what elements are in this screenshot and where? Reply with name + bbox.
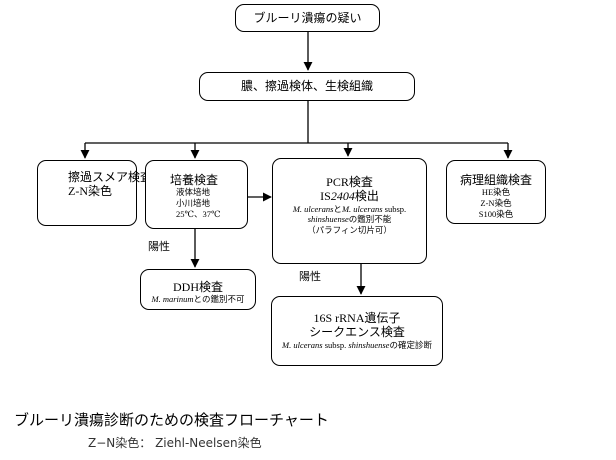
node-title: 病理組織検査 <box>459 173 532 187</box>
node-title: シークエンス検査 <box>309 325 405 340</box>
node-detail: Z-N染色 <box>68 184 112 199</box>
node-detail-line: M. ulcerans subsp. shinshuenseの確定診断 <box>282 339 432 350</box>
node-detail-line: 25℃、37℃ <box>176 208 221 219</box>
node-detail-line: shinshuenseの鑑別不能 <box>307 214 392 225</box>
node-detail-line: Z-N染色 <box>480 198 512 209</box>
node-suspected-buruli-ulcer: ブルーリ潰瘍の疑い <box>235 4 380 32</box>
edge-label-culture-positive: 陽性 <box>148 241 170 253</box>
flowchart-connectors <box>80 32 513 295</box>
node-title: DDH検査 <box>173 280 223 294</box>
figure-caption: ブルーリ潰瘍診断のための検査フローチャート <box>14 411 329 429</box>
flowchart: ブルーリ潰瘍の疑い 膿、擦過検体、生検組織 擦過スメア検査 Z-N染色 培養検査… <box>37 4 546 366</box>
node-label: ブルーリ潰瘍の疑い <box>253 10 362 25</box>
node-specimens: 膿、擦過検体、生検組織 <box>199 72 415 101</box>
node-detail-line: M. marinumとの鑑別不可 <box>151 294 245 305</box>
node-detail-line: S100染色 <box>478 208 514 219</box>
node-title: 擦過スメア検査 <box>68 170 153 184</box>
abbreviation-note: Z−N染色： Ziehl-Neelsen染色 <box>88 436 262 450</box>
node-title: 16S rRNA遺伝子 <box>313 311 401 325</box>
node-detail-line: 液体培地 <box>176 187 211 198</box>
node-culture-test: 培養検査 液体培地 小川培地 25℃、37℃ <box>145 160 248 229</box>
node-detail-line: M. ulceransとM. ulcerans subsp. <box>292 203 407 214</box>
node-pcr-test: PCR検査 IS2404検出 M. ulceransとM. ulcerans s… <box>272 158 427 264</box>
node-detail-line: HE染色 <box>481 187 511 198</box>
node-title: 培養検査 <box>170 173 219 187</box>
node-pathology-test: 病理組織検査 HE染色 Z-N染色 S100染色 <box>446 160 546 224</box>
node-ddh-test: DDH検査 M. marinumとの鑑別不可 <box>140 269 256 310</box>
edge-label-pcr-positive: 陽性 <box>299 271 321 283</box>
node-16s-rrna-test: 16S rRNA遺伝子 シークエンス検査 M. ulcerans subsp. … <box>271 296 443 366</box>
node-detail-line: （パラフィン切片可） <box>307 225 392 236</box>
node-smear-test: 擦過スメア検査 Z-N染色 <box>37 160 152 226</box>
node-target: IS2404検出 <box>320 189 379 204</box>
node-detail-line: 小川培地 <box>176 198 211 209</box>
node-label: 膿、擦過検体、生検組織 <box>240 79 373 94</box>
node-title: PCR検査 <box>326 175 373 189</box>
